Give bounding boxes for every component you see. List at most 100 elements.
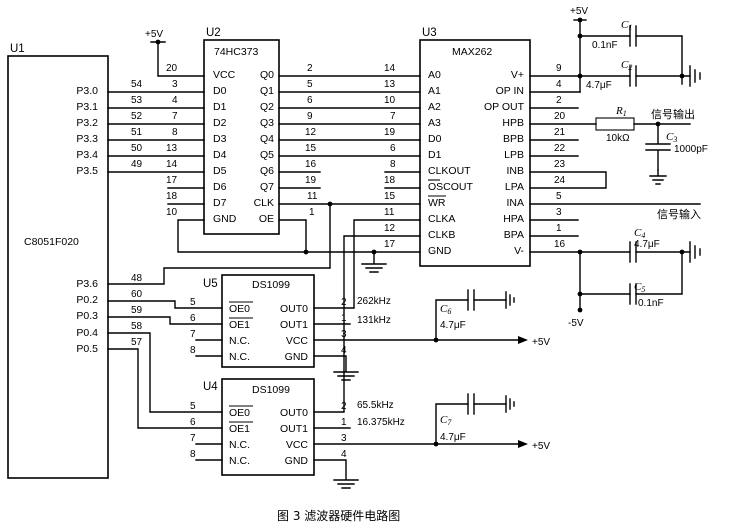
u1-pin-num: 57 [131,337,143,348]
p02-to-u5-oe0 [107,300,223,309]
u4-pin-num: 4 [341,449,347,460]
u5-ground [313,355,359,381]
u1-pin-name: P0.2 [76,294,98,306]
u3-pin-name: D0 [428,133,442,145]
u3-pin-num: 23 [554,159,566,170]
u5-pin-name: GND [285,351,309,363]
u1-pin-name: P3.6 [76,278,98,290]
u2-pin-num: 4 [172,95,178,106]
c3-ref: C3 [666,131,677,144]
u1-pin-name: P0.3 [76,310,98,322]
u2-pin-name: D5 [213,165,227,177]
u2-pin-num: 2 [307,63,313,74]
u3-pin-name: INB [506,165,524,177]
u5-pin-name: N.C. [229,335,250,347]
u3-pin-name: OSCOUT [428,181,474,193]
u5-pin-name: OE1 [229,319,250,331]
u2-oe-to-gnd [278,219,307,253]
u1-pin-num: 49 [131,159,143,170]
figure-caption: 图 3 滤波器硬件电路图 [277,508,400,523]
u4-pin-num: 6 [190,417,196,428]
u4-freq-out1: 16.375kHz [357,417,405,428]
u3-pin-name: INA [506,197,524,209]
c5-value: 0.1nF [638,298,664,309]
u3-pin-name: D1 [428,149,442,161]
u3-pin-num: 21 [554,127,566,138]
u2-pin-name: Q5 [260,149,274,161]
u2-latch: U2 74HC373 VCC D0 D1 D2 D3 D4 D5 D6 D7 G… [145,27,318,235]
u1-ref: U1 [10,43,25,55]
u1-pin-num: 53 [131,95,143,106]
u4-pin-name: OE0 [229,407,250,419]
u3-ref: U3 [422,27,437,39]
junction-dot [327,201,333,207]
u3-pin-num: 13 [384,79,396,90]
u2-pin-num: 20 [166,63,178,74]
u3-pin-num: 15 [384,191,396,202]
u2-vcc-wire [150,41,205,77]
u1-part: C8051F020 [24,236,79,248]
u4-pin-name: GND [285,455,309,467]
r1-value: 10kΩ [606,133,630,144]
u5-nc-stubs [195,339,223,357]
u3-filter-ic: U3 MAX262 A0 A1 A2 A3 D0 D1 CLKOUT OSCOU… [384,27,566,267]
c7-wires [435,403,507,445]
c7-value: 4.7μF [440,432,466,443]
u3-pin-name: A0 [428,69,441,81]
c3-value: 1000pF [674,144,708,155]
u2-pin-name: D3 [213,133,227,145]
u4-pin-num: 1 [341,417,347,428]
u2-pin-num: 14 [166,159,178,170]
c6-ref: C6 [440,303,451,316]
u1-pin-name: P3.1 [76,101,98,113]
c5-ref: C5 [634,281,645,294]
u2-gnd-to-u3-gnd [177,219,421,253]
junction-dot [303,249,309,255]
junction-dot [577,291,583,297]
c7-ground [505,395,515,413]
u3-pin-num: 16 [554,239,566,250]
u2-pin-name: Q6 [260,165,274,177]
u1-body [7,55,109,479]
c6-value: 4.7μF [440,320,466,331]
p36-to-wr-net [107,203,331,285]
u3-pin-num: 8 [390,159,396,170]
u3-pin-num: 4 [556,79,562,90]
signal-output-label: 信号输出 [651,107,695,121]
u3-pin-name: BPA [504,229,524,241]
u2-pin-num: 13 [166,143,178,154]
junction-dot [679,73,685,79]
u4-pin-name: N.C. [229,455,250,467]
u3-pin-num: 22 [554,143,566,154]
u1-pin-num: 50 [131,143,143,154]
c4-value: 4.7μF [634,239,660,250]
u2-pin-name: OE [259,213,274,225]
u2-pin-name: Q2 [260,101,274,113]
u4-pin-num: 8 [190,449,196,460]
bottom-minus5-label: -5V [568,318,584,329]
junction-dot [577,33,583,39]
u2-pin-num: 11 [307,191,318,202]
u2-pin-num: 5 [307,79,313,90]
u2-pin-name: D7 [213,197,227,209]
u3-pin-name: V+ [511,69,524,81]
u2-d6-d7-stubs [167,187,205,205]
bus-u2-to-u3 [278,75,421,157]
c6-ground [505,291,515,309]
clka-net [313,219,421,309]
u4-pin-num: 5 [190,401,196,412]
u4-ground [313,459,359,489]
u2-pin-num: 1 [309,207,315,218]
u3-ground-symbol [361,251,387,273]
u3-pin-num: 18 [384,175,396,186]
c1-value: 0.1nF [592,40,618,51]
u3-pin-name: LPA [505,181,524,193]
u4-pin-name: OE1 [229,423,250,435]
u3-pin-name: WR [428,197,446,209]
c6-wires [435,299,507,341]
u3-pin-num: 6 [390,143,396,154]
u5-pin-name: OUT0 [280,303,308,315]
u1-pin-num: 48 [131,273,143,284]
u5-pin-num: 5 [190,297,196,308]
u2-pin-name: CLK [254,197,274,209]
